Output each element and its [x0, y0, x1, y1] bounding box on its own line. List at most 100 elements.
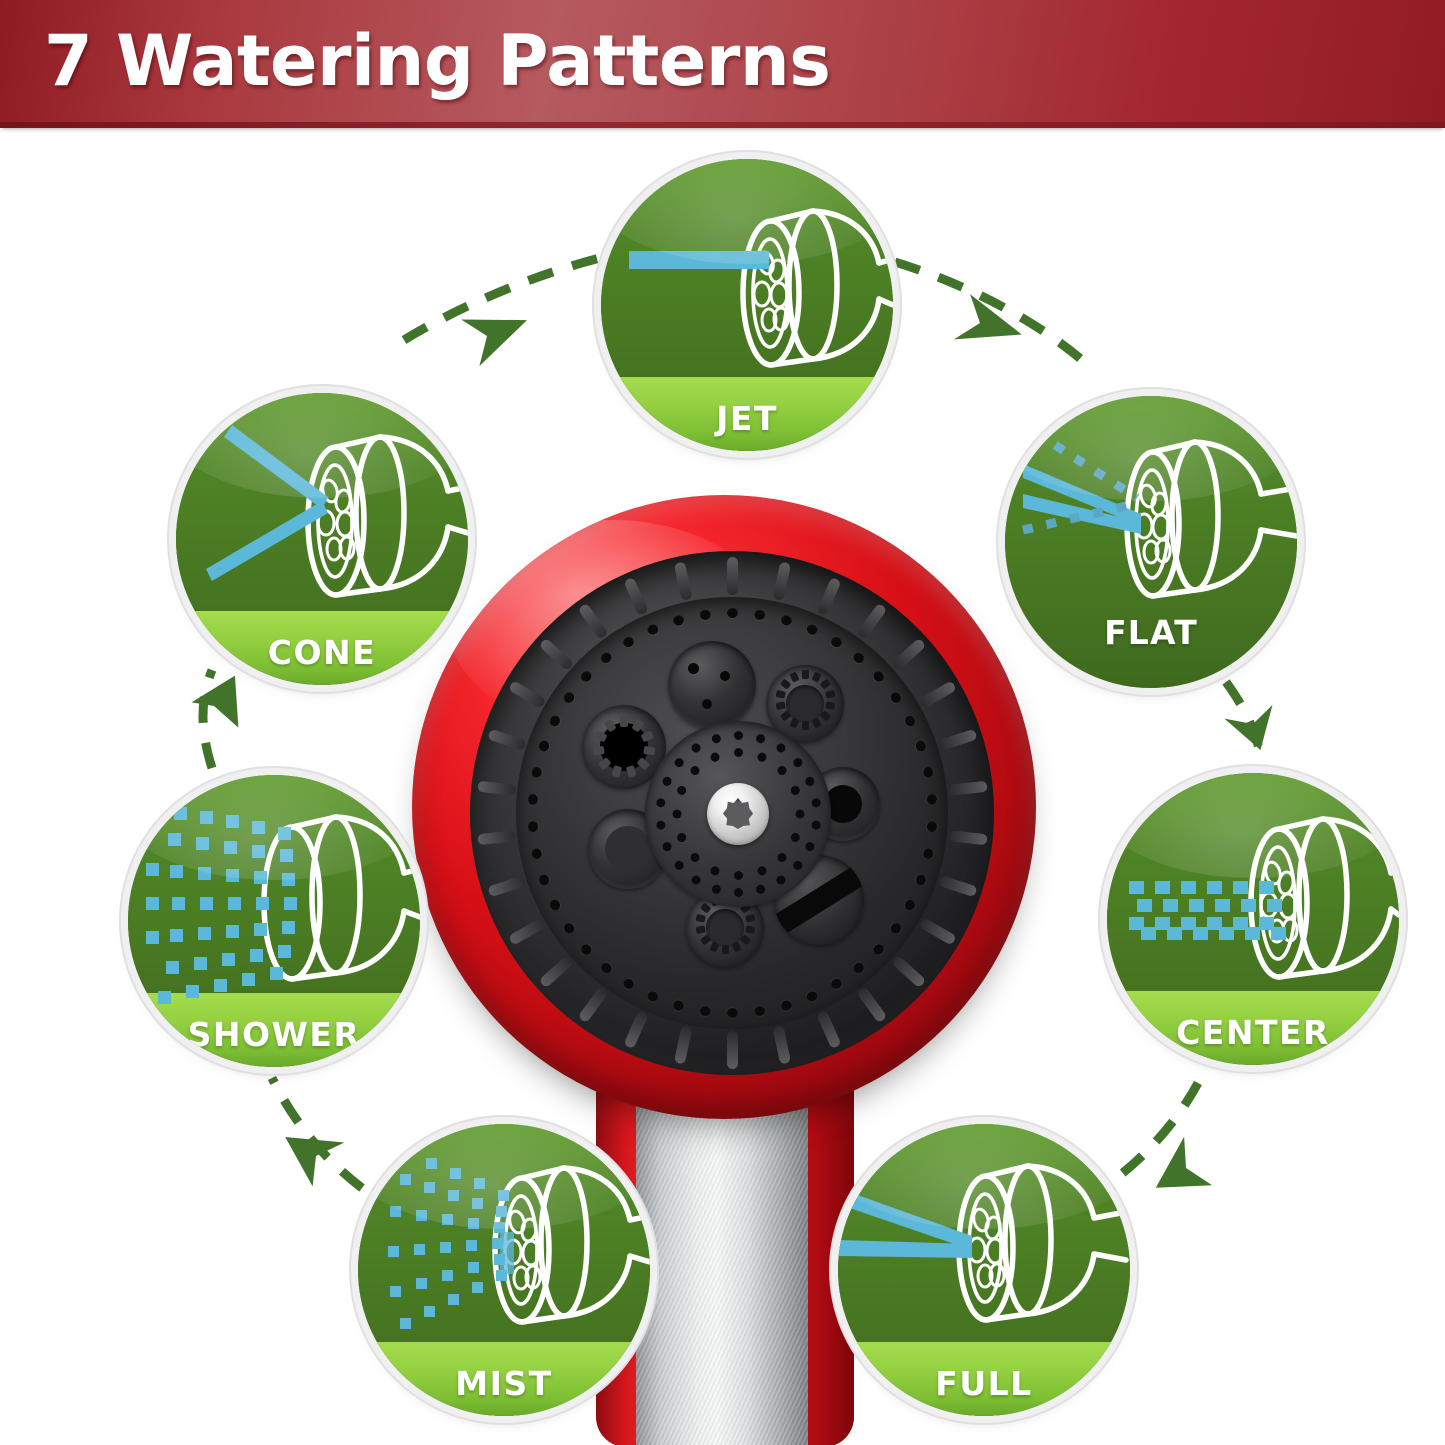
grip-rib [726, 1031, 738, 1069]
center-shower-hole-inner [795, 809, 804, 819]
face-hole [870, 668, 887, 684]
face-hole [828, 634, 844, 650]
center-shower-hole [710, 733, 722, 745]
pattern-badge-shower[interactable]: SHOWER [128, 775, 420, 1067]
pattern-badge-center[interactable]: CENTER [1107, 773, 1399, 1065]
center-shower-hole-inner [775, 851, 788, 864]
face-hole [888, 689, 904, 706]
pattern-badge-flat[interactable]: FLAT [1005, 396, 1297, 688]
face-hole [577, 942, 594, 958]
spray-port-jet [668, 641, 756, 729]
center-shower-hole [710, 883, 722, 895]
mist-spray-illustration [388, 1158, 650, 1329]
badge-label-full: FULL [935, 1364, 1033, 1403]
center-shower-hole [810, 820, 821, 831]
center-shower-hole [790, 859, 804, 872]
grip-rib [673, 1025, 693, 1065]
center-shower-hole-inner [675, 831, 688, 844]
center-shower-hole [810, 797, 821, 808]
badge-label-band [601, 377, 893, 451]
center-shower-hole-inner [708, 751, 721, 764]
center-shower-hole-inner [733, 871, 743, 880]
nozzle-face-plate [516, 597, 948, 1029]
face-hole [546, 713, 562, 729]
gear-tooth [824, 701, 836, 711]
center-shower-hole [672, 859, 686, 872]
spline-tooth [592, 745, 605, 756]
gear-tooth [774, 690, 786, 700]
center-shower-hole [774, 741, 787, 755]
pattern-badge-full[interactable]: FULL [838, 1124, 1130, 1416]
center-shower-hole [733, 888, 743, 897]
center-shower-hole [754, 733, 766, 745]
face-hole [644, 989, 660, 1005]
center-shower-hole-inner [688, 764, 701, 777]
center-shower-hole [655, 797, 666, 808]
spline-tooth [620, 715, 628, 727]
spray-nozzle-product-photo [404, 487, 1044, 1445]
gear-tooth [788, 671, 800, 684]
center-shower-hole [733, 731, 743, 740]
arrow-head-center-to-full [1155, 1136, 1213, 1188]
center-droplets [1129, 881, 1286, 940]
spline-tooth [611, 764, 623, 778]
center-shower-hole-inner [755, 751, 768, 764]
pattern-badge-cone[interactable]: CONE [176, 393, 468, 685]
gear-tooth [744, 914, 756, 924]
face-hole [597, 649, 614, 666]
spray-port-shower-upper-right [766, 665, 844, 743]
pattern-badge-mist[interactable]: MIST [358, 1124, 650, 1416]
spline-tooth [636, 756, 651, 771]
jet-stream [629, 251, 769, 269]
gear-tooth [819, 679, 831, 691]
arrow-jet-to-flat [893, 257, 1085, 364]
face-hole [726, 607, 738, 618]
face-hole [536, 873, 551, 888]
center-shower-hole [803, 840, 816, 853]
gear-tooth [801, 721, 809, 731]
face-hole [546, 897, 562, 913]
face-hole [828, 976, 844, 992]
cone-stream-lower [206, 501, 328, 581]
face-hole [926, 820, 938, 833]
center-shower-hole [689, 873, 702, 887]
face-hole [804, 621, 820, 637]
badge-label-jet: JET [716, 399, 778, 438]
cone-stream-upper [224, 425, 328, 509]
grip-rib [476, 830, 516, 846]
gear-tooth [824, 690, 836, 700]
center-shower-hole [790, 756, 804, 769]
face-hole [779, 999, 793, 1013]
face-hole [577, 668, 594, 684]
face-hole [870, 942, 887, 958]
center-shower-hole [774, 873, 787, 887]
badge-label-band [358, 1342, 650, 1416]
gear-tooth [699, 934, 711, 946]
jet-spray-illustration [629, 208, 893, 368]
badge-label-center: CENTER [1176, 1013, 1330, 1052]
flat-stream-lower [1023, 494, 1141, 534]
gear-tooth [699, 903, 711, 915]
gear-tooth [694, 914, 706, 924]
face-hole [560, 689, 576, 706]
pattern-badge-jet[interactable]: JET [601, 159, 893, 451]
nozzle-outer-hole-ring [516, 597, 948, 1029]
grip-rib [726, 557, 738, 595]
arrow-flat-to-center [1222, 679, 1268, 767]
face-hole [644, 621, 660, 637]
face-hole [526, 820, 538, 833]
center-torx-screw [707, 783, 769, 845]
badge-label-flat: FLAT [1104, 613, 1198, 652]
face-hole [671, 999, 685, 1013]
face-hole [560, 920, 576, 937]
gear-tooth [810, 717, 822, 730]
gear-tooth [730, 941, 742, 954]
gear-tooth [801, 670, 809, 680]
face-hole [804, 989, 820, 1005]
gear-tooth [779, 679, 791, 691]
center-shower-hole-inner [672, 809, 681, 819]
shower-droplets [146, 807, 297, 1004]
center-shower-hole-inner [788, 831, 801, 844]
gear-tooth [739, 934, 751, 946]
